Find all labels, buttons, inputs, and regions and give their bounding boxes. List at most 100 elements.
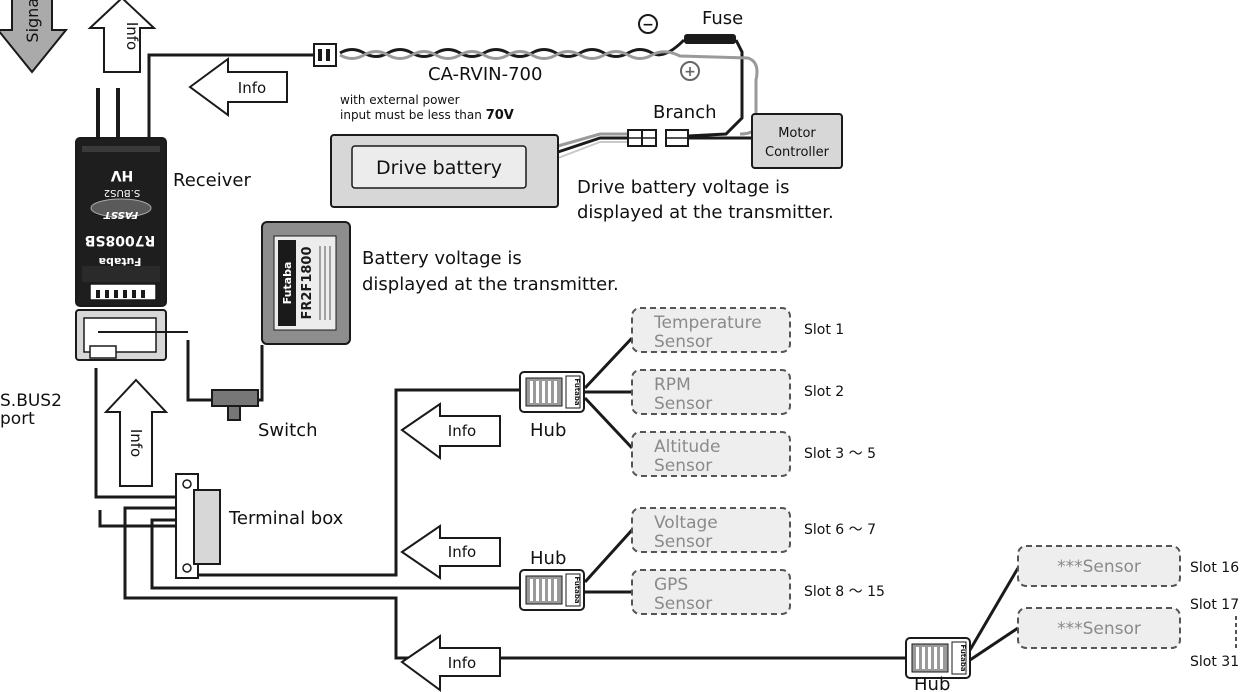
terminal-loop-wire: [98, 510, 180, 528]
signal-arrow: Signal: [0, 0, 69, 74]
hub-3: Futaba: [905, 637, 971, 679]
switch-wire-left: [186, 340, 220, 402]
branch-connector: [627, 129, 689, 147]
cable-note-line2: input must be less than 70V: [340, 108, 514, 123]
sbus2-port-label-2: port: [0, 409, 35, 429]
receiver-brand: Futaba: [99, 255, 142, 268]
fuse-label: Fuse: [702, 8, 743, 29]
slot-31: Slot 31: [1190, 654, 1239, 670]
sbus2-connector: [75, 309, 188, 361]
slot-gps: Slot 8 ～ 15: [804, 584, 885, 600]
info-arrow-sbus-label: Info: [127, 429, 145, 457]
sensor-rpm-line1: RPM: [654, 375, 691, 395]
sensor-slot17: ***Sensor: [1017, 607, 1181, 649]
hub-1-label: Hub: [530, 420, 566, 441]
sensor-gps: GPS Sensor: [631, 569, 791, 615]
drive-battery-label: Drive battery: [376, 157, 502, 179]
rx-battery-note-line2: displayed at the transmitter.: [362, 274, 619, 295]
hub-2: Futaba: [519, 569, 585, 611]
drive-battery-note-line2: displayed at the transmitter.: [577, 202, 834, 223]
sensor-voltage: Voltage Sensor: [631, 507, 791, 553]
minus-symbol: −: [638, 14, 658, 34]
hub1-temp-wire: [583, 336, 634, 390]
slot-17: Slot 17: [1190, 597, 1239, 613]
receiver-model: R7008SB: [85, 232, 156, 248]
sensor-temperature: Temperature Sensor: [631, 307, 791, 353]
receiver-badge-text: FASST: [103, 209, 138, 220]
info-arrow-cable: Info: [188, 57, 288, 117]
slot-temperature: Slot 1: [804, 322, 844, 338]
sensor-temperature-line1: Temperature: [653, 313, 762, 333]
cable-note-prefix: input must be less than: [340, 108, 486, 122]
plus-label: +: [684, 64, 696, 80]
sensor-voltage-line1: Voltage: [654, 513, 718, 533]
sensor-slot17-label: ***Sensor: [1057, 619, 1141, 639]
hub-3-brand: Futaba: [959, 644, 967, 671]
slot-16: Slot 16: [1190, 560, 1239, 576]
sensor-temperature-line2: Sensor: [654, 332, 712, 352]
info-arrow-hub3-label: Info: [448, 654, 476, 672]
motor-controller-line1: Motor: [778, 126, 816, 141]
receiver-body: [75, 137, 167, 307]
plus-symbol: +: [680, 61, 700, 81]
terminal-hub3-wire: [123, 506, 910, 660]
info-arrow-hub1-label: Info: [448, 422, 476, 440]
sensor-rpm-line2: Sensor: [654, 394, 712, 414]
cable-note-line1: with external power: [340, 93, 460, 107]
info-arrow-hub1: Info: [400, 402, 501, 460]
receiver-label: Receiver: [173, 170, 251, 191]
hub1-alt-wire: [583, 396, 634, 450]
info-arrow-hub3: Info: [400, 634, 501, 692]
slot-voltage: Slot 6 ～ 7: [804, 522, 876, 538]
slot-altitude: Slot 3 ～ 5: [804, 446, 876, 462]
battery-black-wire: [557, 136, 628, 154]
terminal-box: [175, 473, 221, 579]
hub-2-label: Hub: [530, 548, 566, 569]
wires: [94, 39, 1020, 662]
sensor-rpm: RPM Sensor: [631, 369, 791, 415]
minus-label: −: [642, 17, 654, 33]
fuse: Fuse: [684, 8, 743, 44]
signal-arrow-label: Signal: [23, 0, 42, 43]
cable-note-voltage: 70V: [486, 108, 514, 123]
hub3-s16-wire: [968, 567, 1020, 651]
motor-controller: Motor Controller: [751, 113, 843, 169]
info-arrow-cable-label: Info: [238, 79, 266, 97]
sensor-gps-line1: GPS: [654, 575, 688, 595]
receiver-sbus-mark: S.BUS2: [104, 187, 140, 198]
sbus-wire: [94, 368, 180, 499]
sensor-voltage-line2: Sensor: [654, 532, 712, 552]
drive-battery-note-line1: Drive battery voltage is: [577, 177, 789, 198]
rx-battery-brand: Futaba: [281, 262, 294, 305]
drive-battery: Drive battery: [330, 134, 559, 208]
info-arrow-top-label: Info: [123, 22, 141, 50]
sbus2-port-label-1: S.BUS2: [0, 391, 62, 411]
rx-battery-model: FR2F1800: [300, 247, 315, 320]
hub-3-label: Hub: [914, 674, 950, 692]
info-arrow-top: Info: [87, 0, 157, 73]
motor-controller-line2: Controller: [765, 145, 830, 160]
cable-name: CA-RVIN-700: [428, 64, 542, 85]
sensor-altitude: Altitude Sensor: [631, 431, 791, 477]
rx-battery-note-line1: Battery voltage is: [362, 248, 522, 269]
cable-connector: [313, 43, 337, 67]
info-arrow-hub2: Info: [400, 524, 501, 580]
receiver-fasst-badge: [90, 198, 152, 218]
switch-label: Switch: [258, 420, 318, 441]
rx-info-wire: [147, 53, 314, 140]
hub-1-brand: Futaba: [573, 378, 581, 405]
hub-2-brand: Futaba: [573, 576, 581, 603]
switch: [211, 389, 259, 421]
sensor-gps-line2: Sensor: [654, 594, 712, 614]
info-arrow-hub2-label: Info: [448, 543, 476, 561]
receiver: HV S.BUS2 FASST R7008SB Futaba: [75, 88, 167, 307]
hub3-s17-wire: [969, 626, 1019, 662]
terminal-hub2-wire: [150, 518, 520, 590]
terminal-box-label: Terminal box: [228, 508, 344, 529]
hub-1: Futaba: [519, 371, 585, 413]
fuse-branch-wire: [687, 39, 744, 138]
sensor-slot16: ***Sensor: [1017, 545, 1181, 587]
sensor-slot16-label: ***Sensor: [1057, 557, 1141, 577]
